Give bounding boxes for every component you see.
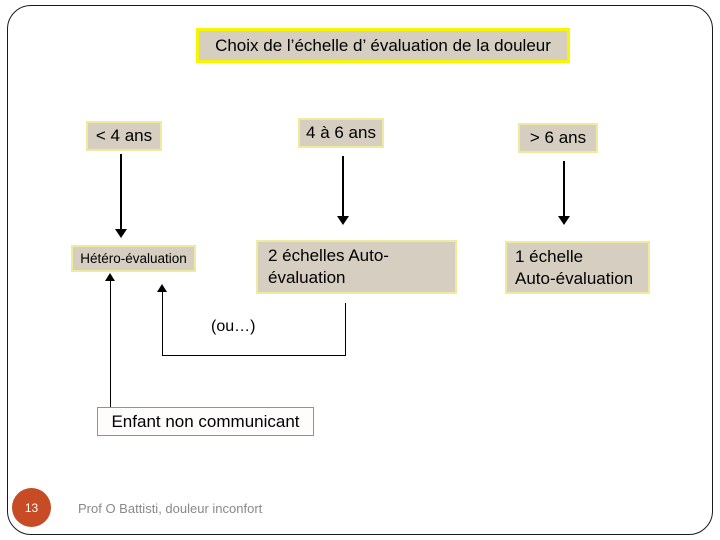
hetero-evaluation-box: Hétéro-évaluation	[71, 245, 196, 272]
age-box-4-to-6-label: 4 à 6 ans	[306, 123, 376, 142]
age-box-under-4-label: < 4 ans	[95, 126, 153, 145]
connector-or-left-extension	[162, 292, 163, 303]
non-communicating-child-label: Enfant non communicant	[111, 411, 300, 431]
age-box-over-6: > 6 ans	[518, 123, 598, 153]
age-box-4-to-6: 4 à 6 ans	[298, 118, 384, 148]
footer-credit: Prof O Battisti, douleur inconfort	[78, 501, 263, 516]
non-communicating-child-box: Enfant non communicant	[97, 407, 314, 436]
page-number: 13	[24, 500, 39, 515]
or-label: (ou…)	[211, 318, 256, 335]
slide-border-frame	[7, 5, 713, 535]
age-box-under-4: < 4 ans	[86, 121, 162, 151]
auto-evaluation-2-scales-line1: 2 échelles Auto-	[268, 246, 389, 265]
arrow-line-right	[563, 161, 565, 217]
connector-enfant-to-hetero	[110, 281, 111, 408]
auto-evaluation-1-scale-line2: Auto-évaluation	[515, 268, 634, 288]
slide-title: Choix de l’échelle d’ évaluation de la d…	[215, 35, 551, 55]
slide-title-box: Choix de l’échelle d’ évaluation de la d…	[196, 28, 570, 63]
arrow-line-middle	[342, 156, 344, 217]
arrow-line-left	[120, 154, 122, 230]
page-number-badge: 13	[12, 488, 51, 527]
age-box-over-6-label: > 6 ans	[529, 128, 587, 147]
connector-or-path	[162, 303, 346, 356]
arrow-down-icon	[115, 229, 127, 238]
arrow-down-icon	[558, 216, 570, 225]
auto-evaluation-1-scale-line1: 1 échelle	[515, 246, 584, 266]
arrow-up-icon	[157, 284, 167, 292]
arrow-down-icon	[337, 216, 349, 225]
auto-evaluation-2-scales-line2: évaluation	[268, 268, 346, 287]
hetero-evaluation-label: Hétéro-évaluation	[80, 251, 187, 266]
auto-evaluation-2-scales-box: 2 échelles Auto- évaluation	[256, 240, 457, 294]
arrow-up-icon	[105, 273, 115, 281]
auto-evaluation-1-scale-box: 1 échelle Auto-évaluation	[505, 241, 650, 294]
